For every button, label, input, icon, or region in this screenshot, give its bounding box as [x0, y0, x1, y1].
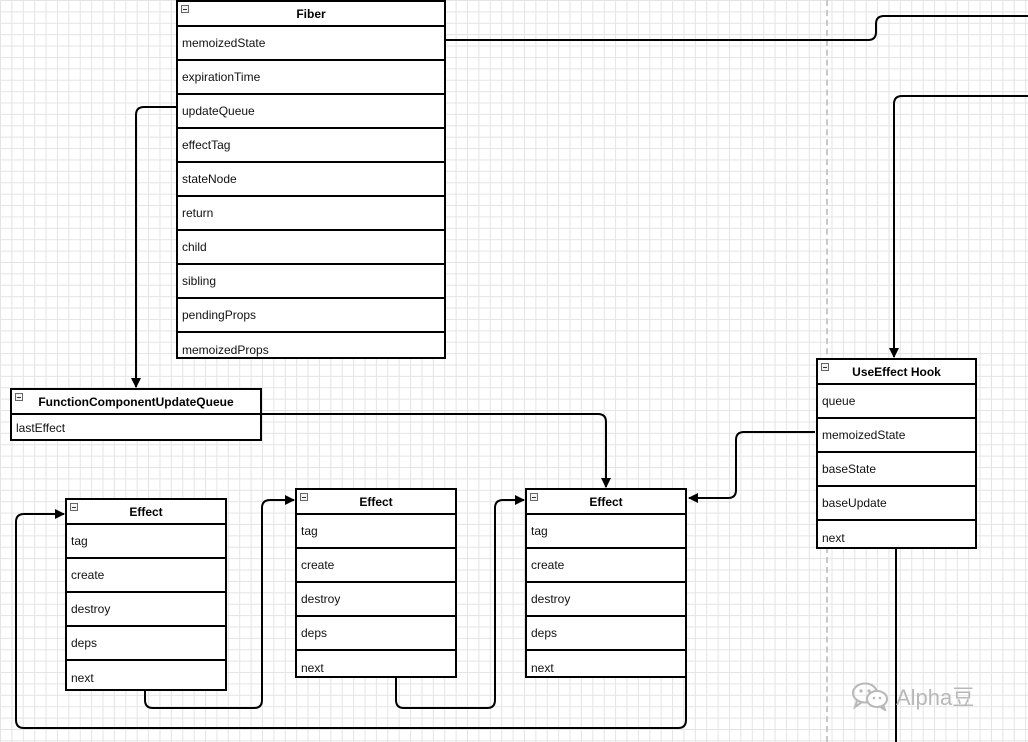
effect-3-field-next[interactable]: next [531, 661, 554, 675]
effect-3-field-deps[interactable]: deps [527, 617, 685, 651]
fiber-field-pendingprops[interactable]: pendingProps [178, 299, 444, 333]
effect-1-field-destroy[interactable]: destroy [67, 593, 225, 627]
effect-3-field-create[interactable]: create [527, 549, 685, 583]
fiber-field-memoizedstate[interactable]: memoizedState [178, 27, 444, 61]
edge-effect1-next [144, 495, 295, 709]
effect-3-field-destroy[interactable]: destroy [527, 583, 685, 617]
fiber-field-effecttag[interactable]: effectTag [178, 129, 444, 163]
fiber-field-updatequeue[interactable]: updateQueue [178, 95, 444, 129]
effect-2-field-tag[interactable]: tag [297, 515, 455, 549]
edge-lasteffect [262, 413, 611, 488]
effect-2-title: Effect [359, 494, 393, 509]
effect-1-header: Effect [67, 500, 225, 525]
hook-title: UseEffect Hook [852, 364, 941, 379]
fiber-field-sibling[interactable]: sibling [178, 265, 444, 299]
collapse-icon[interactable] [300, 493, 308, 501]
update-queue-field-lasteffect[interactable]: lastEffect [16, 421, 66, 435]
effect-1-field-create[interactable]: create [67, 559, 225, 593]
collapse-icon[interactable] [821, 363, 829, 371]
fiber-class[interactable]: Fiber memoizedState expirationTime updat… [176, 0, 446, 359]
collapse-icon[interactable] [15, 393, 23, 401]
effect-2-field-deps[interactable]: deps [297, 617, 455, 651]
effect-1-field-next[interactable]: next [71, 671, 94, 685]
hook-header: UseEffect Hook [818, 360, 975, 385]
hook-field-baseupdate[interactable]: baseUpdate [818, 487, 975, 521]
effect-class-3[interactable]: Effect tag create destroy deps next [525, 488, 687, 678]
fiber-field-child[interactable]: child [178, 231, 444, 265]
fiber-field-memoizedprops[interactable]: memoizedProps [182, 343, 269, 357]
effect-2-header: Effect [297, 490, 455, 515]
fiber-header: Fiber [178, 2, 444, 27]
edge-hook-memoizedstate [688, 431, 815, 503]
effect-3-title: Effect [589, 494, 623, 509]
hook-field-basestate[interactable]: baseState [818, 453, 975, 487]
collapse-icon[interactable] [530, 493, 538, 501]
update-queue-class[interactable]: FunctionComponentUpdateQueue lastEffect [10, 388, 262, 441]
useeffect-hook-class[interactable]: UseEffect Hook queue memoizedState baseS… [816, 358, 977, 549]
edge-memoizedstate-out [446, 15, 1028, 41]
effect-1-field-deps[interactable]: deps [67, 627, 225, 661]
effect-class-2[interactable]: Effect tag create destroy deps next [295, 488, 457, 678]
effect-class-1[interactable]: Effect tag create destroy deps next [65, 498, 227, 691]
effect-3-field-tag[interactable]: tag [527, 515, 685, 549]
wechat-icon [852, 682, 888, 711]
fiber-title: Fiber [296, 6, 326, 21]
edge-effect2-next [395, 495, 525, 709]
edge-hook-in [889, 95, 1028, 358]
hook-field-memoizedstate[interactable]: memoizedState [818, 419, 975, 453]
collapse-icon[interactable] [70, 503, 78, 511]
hook-field-next[interactable]: next [822, 531, 845, 545]
effect-1-title: Effect [129, 504, 163, 519]
fiber-field-expirationtime[interactable]: expirationTime [178, 61, 444, 95]
edge-updatequeue [131, 106, 177, 388]
watermark: Alpha豆 [850, 680, 974, 712]
effect-2-field-destroy[interactable]: destroy [297, 583, 455, 617]
fiber-field-return[interactable]: return [178, 197, 444, 231]
effect-1-field-tag[interactable]: tag [67, 525, 225, 559]
effect-2-field-create[interactable]: create [297, 549, 455, 583]
watermark-text: Alpha豆 [896, 685, 975, 710]
update-queue-header: FunctionComponentUpdateQueue [12, 390, 260, 415]
update-queue-title: FunctionComponentUpdateQueue [38, 394, 234, 409]
effect-2-field-next[interactable]: next [301, 661, 324, 675]
effect-3-header: Effect [527, 490, 685, 515]
fiber-field-statenode[interactable]: stateNode [178, 163, 444, 197]
hook-field-queue[interactable]: queue [818, 385, 975, 419]
edge-effect3-next [15, 509, 687, 729]
collapse-icon[interactable] [181, 5, 189, 13]
